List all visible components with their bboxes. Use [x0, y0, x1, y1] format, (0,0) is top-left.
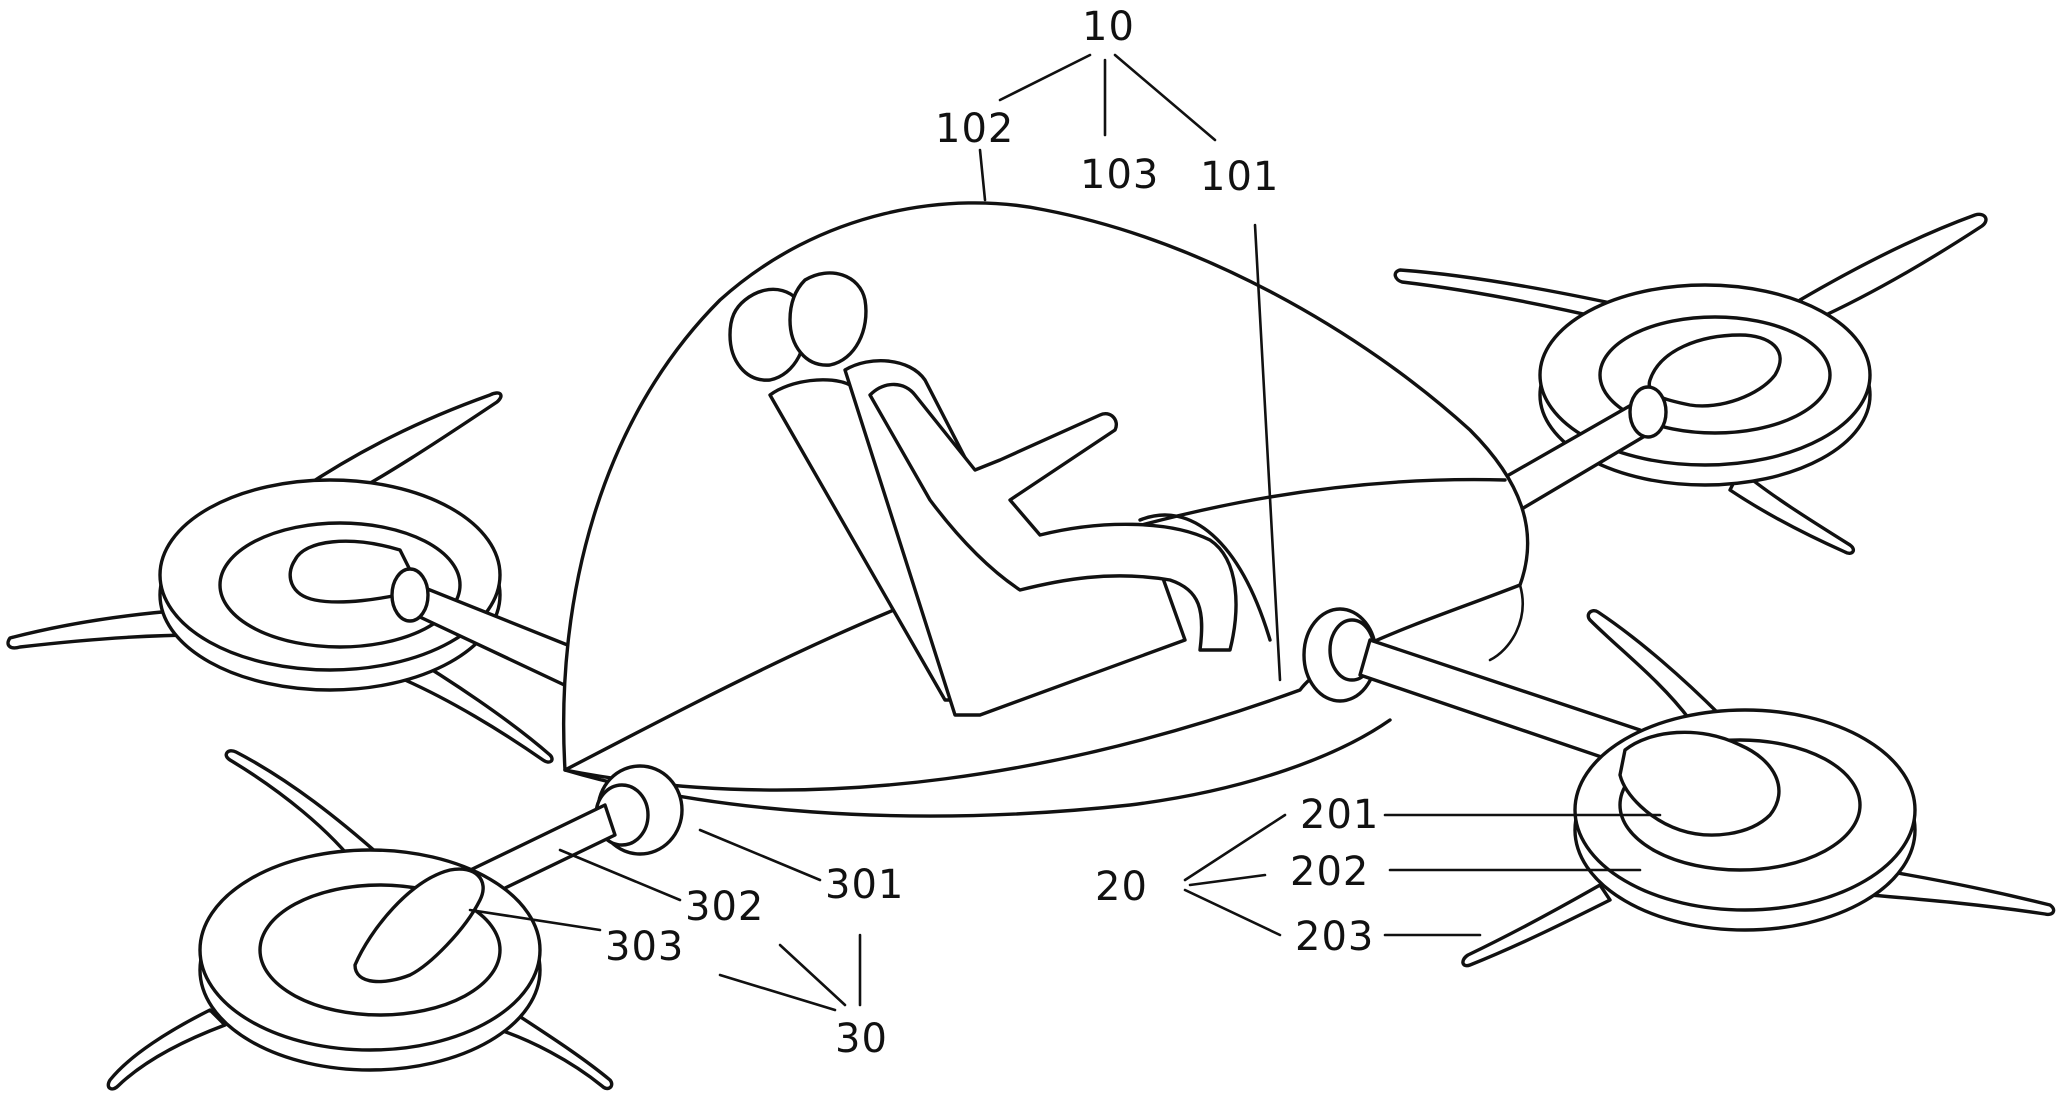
label-101: 101 — [1200, 154, 1279, 200]
cabin — [561, 201, 1530, 856]
motor-front-left — [353, 867, 485, 984]
label-20: 20 — [1095, 864, 1148, 910]
leader-30-303 — [718, 973, 837, 1012]
steering-column — [1138, 513, 1272, 642]
label-303: 303 — [605, 924, 684, 970]
leader-20-203 — [1183, 888, 1282, 937]
rotor-front-right — [1461, 609, 2056, 968]
collar-right-rear — [1628, 385, 1668, 439]
leader-10-102 — [998, 53, 1092, 102]
label-201: 201 — [1300, 792, 1379, 838]
arm-front-right — [1358, 638, 1642, 767]
leader-lines — [468, 53, 1662, 1012]
blade-left-rear-top — [298, 391, 503, 507]
blade-right-rear-left — [1393, 268, 1622, 322]
headrest-front — [788, 271, 868, 367]
hub-ring-right-rear — [1598, 315, 1832, 435]
blade-left-rear-left — [6, 608, 202, 650]
label-301: 301 — [825, 862, 904, 908]
leader-20-201 — [1183, 813, 1287, 882]
leader-101 — [1253, 223, 1282, 682]
blade-front-right-top — [1586, 609, 1722, 722]
leader-10-101 — [1113, 53, 1217, 142]
label-302: 302 — [685, 884, 764, 930]
canopy — [561, 201, 1530, 792]
blade-front-right-right — [1868, 868, 2056, 917]
blade-front-right-bottom — [1461, 883, 1612, 968]
arms-rear — [390, 385, 1668, 692]
motor-left-rear — [288, 539, 422, 604]
leader-102 — [978, 148, 987, 202]
reference-labels: 10 102 103 101 20 201 202 203 301 302 30… — [605, 4, 1379, 1062]
leader-20-202 — [1188, 873, 1267, 887]
hub-ring-left-rear — [218, 521, 462, 649]
leader-303 — [468, 908, 602, 932]
leader-30-302 — [778, 943, 847, 1007]
blade-front-left-top — [224, 749, 387, 872]
arms-front — [458, 638, 1642, 907]
label-30: 30 — [835, 1016, 888, 1062]
pilot-torso — [868, 382, 1238, 652]
blade-front-left-right — [498, 1008, 614, 1091]
rotor-left-rear — [6, 391, 554, 764]
motor-right-rear — [1647, 333, 1782, 408]
leader-302 — [558, 848, 682, 902]
label-203: 203 — [1295, 914, 1374, 960]
rotor-front-left — [106, 749, 614, 1091]
leader-301 — [698, 828, 822, 882]
canopy-seam — [1488, 583, 1524, 662]
label-10: 10 — [1082, 4, 1135, 50]
hull-line-lower — [563, 718, 1392, 818]
headrest-rear — [728, 287, 808, 382]
label-102: 102 — [935, 106, 1014, 152]
hub-ring-front-right — [1618, 738, 1862, 872]
blade-right-rear-bottom — [1728, 468, 1856, 555]
blade-front-left-left — [106, 1008, 227, 1091]
label-103: 103 — [1080, 152, 1159, 198]
motor-front-right — [1618, 730, 1781, 837]
blade-left-rear-bottom — [398, 648, 554, 764]
blade-right-rear-top — [1798, 212, 1988, 322]
hub-ring-front-left — [258, 883, 502, 1017]
collar-left-rear — [390, 567, 430, 623]
label-202: 202 — [1290, 849, 1369, 895]
